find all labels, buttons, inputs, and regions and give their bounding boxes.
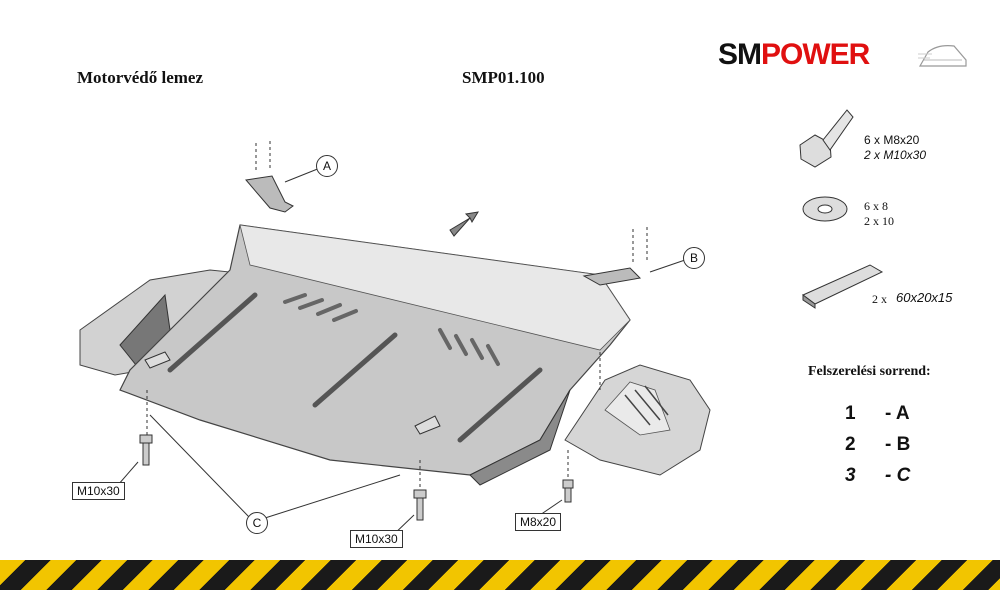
spacer-icon [802,264,884,309]
callout-a: A [316,155,338,177]
washer-qty-line2: 2 x 10 [864,214,894,228]
order-title: Felszerelési sorrend: [808,364,931,379]
order-step-1-num: 1 [845,403,856,424]
logo-text-power: POWER [761,38,870,71]
bracket-b [582,267,642,286]
bolt-qty-line1: 6 x M8x20 [864,133,920,147]
washer-qty-line1: 6 x 8 [864,199,888,213]
bracket-c-left [144,351,171,369]
product-name: Motorvédő lemez [77,68,204,87]
main-plate-vents [283,293,500,366]
spacer-qty: 2 x [872,292,887,306]
product-code: SMP01.100 [462,68,545,87]
skid-plate-diagram [79,138,711,539]
callout-c: C [246,512,268,534]
leader-lines [117,167,686,539]
direction-arrow-icon [449,211,479,237]
order-step-2-num: 2 [845,434,856,455]
smpower-logo: SMPOWER [718,38,968,78]
bolts [139,434,574,521]
main-plate-front-edge [469,389,571,486]
right-side-panel-face [604,381,671,436]
right-panel-vents [624,385,669,426]
hazard-stripe [0,560,1000,590]
order-step-1-label: - A [885,403,910,424]
mounting-arrows [146,138,648,490]
bolt-qty-line2: 2 x M10x30 [864,148,927,162]
order-step-3-num: 3 [845,465,856,486]
logo-text-sm: SM [718,38,762,71]
bolt-label-left: M10x30 [72,482,125,500]
spacer-size: 60x20x15 [896,290,953,305]
bolt-label-right: M8x20 [515,513,562,531]
bolt-label-center: M10x30 [350,530,403,548]
order-step-3-label: - C [885,465,911,486]
car-silhouette-icon [918,45,967,67]
bracket-a [245,175,294,213]
main-plate-long-slots [167,292,543,443]
washer-icon [802,196,848,222]
order-step-2-label: - B [885,434,911,455]
main-plate-top-flange [239,224,631,351]
callout-b: B [683,247,705,269]
bracket-c-center [414,415,441,435]
bolt-icon [799,109,854,168]
